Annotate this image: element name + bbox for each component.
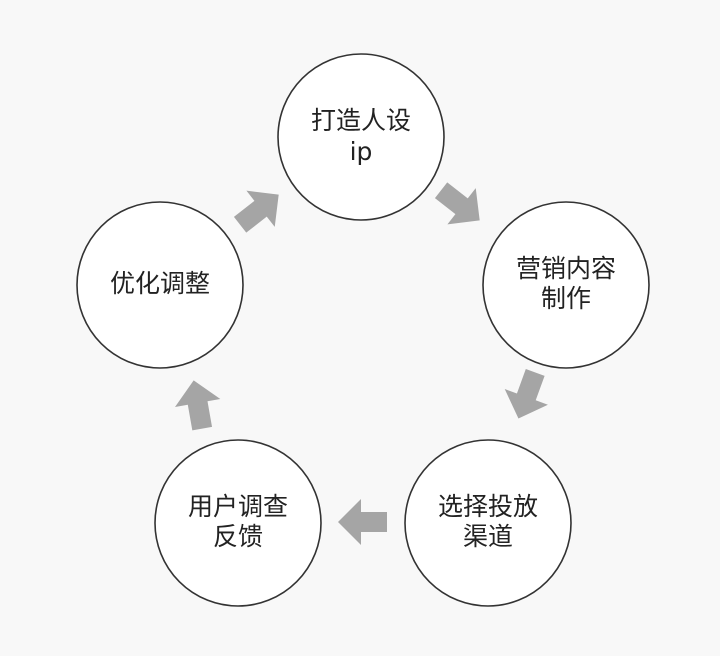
node-build-persona-ip-circle [277, 53, 445, 221]
node-choose-channels-label-line2: 渠道 [463, 522, 513, 551]
arrow-content-to-channels [504, 369, 548, 419]
arrow-ip-to-content [434, 182, 480, 225]
arrow-optimize-to-ip [233, 190, 279, 233]
node-build-persona-ip-label-line2: ip [350, 137, 373, 166]
node-optimize-adjust-circle [76, 201, 244, 369]
node-choose-channels-label-line1: 选择投放 [438, 492, 538, 521]
node-content-production-circle [482, 201, 650, 369]
node-choose-channels-circle [404, 439, 572, 607]
node-content-production-label-line1: 营销内容 [516, 254, 616, 283]
node-content-production-label-line2: 制作 [541, 284, 591, 313]
node-user-survey-feedback-label-line1: 用户调查 [188, 492, 288, 521]
node-user-survey-feedback-label-line2: 反馈 [213, 522, 263, 551]
arrow-channels-to-survey [338, 499, 387, 545]
arrow-survey-to-optimize [175, 380, 221, 431]
node-user-survey-feedback-circle [154, 439, 322, 607]
node-build-persona-ip-label-line1: 打造人设 [311, 106, 411, 135]
node-optimize-adjust-label: 优化调整 [110, 269, 210, 298]
